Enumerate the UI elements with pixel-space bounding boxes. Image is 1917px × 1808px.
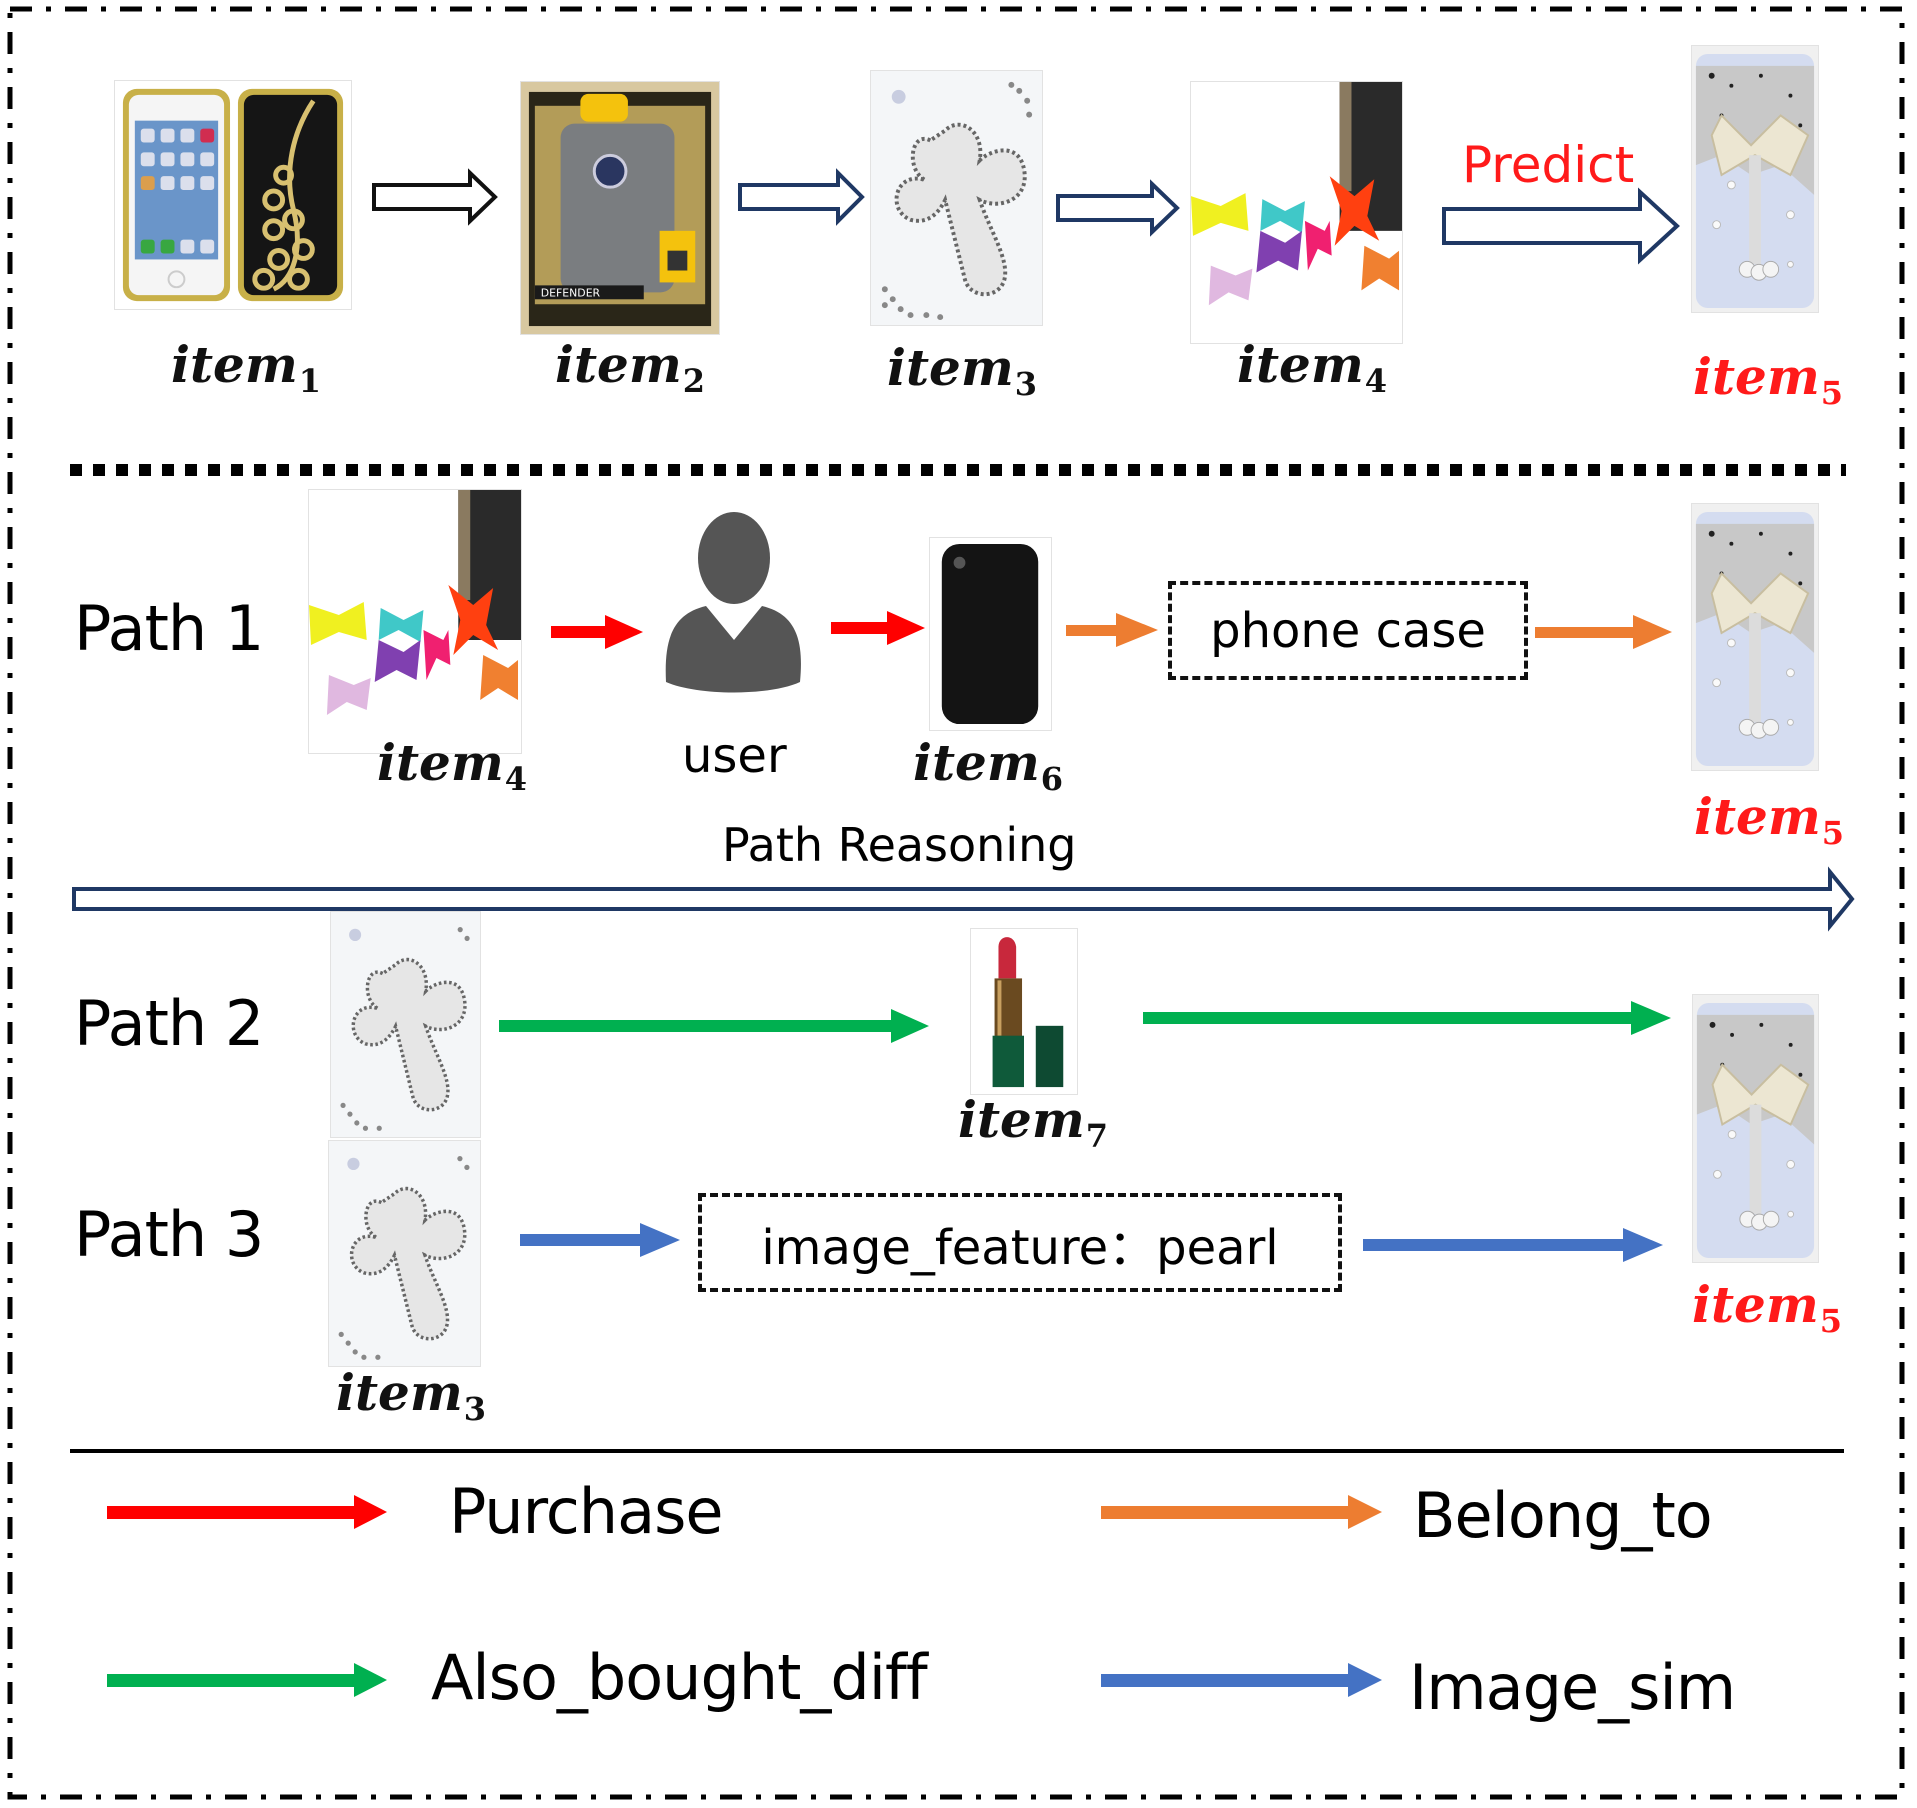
legend-label-also-bought-diff: Also_bought_diff [431,1641,928,1714]
item1-label: item1 [170,335,322,400]
path-reasoning-label: Path Reasoning [722,818,1077,872]
item3-image [870,70,1043,326]
path1-label: Path 1 [74,592,264,665]
path1-belong-arrow-2 [1535,615,1672,649]
path2-item3-image [330,911,481,1138]
path3-image-sim-arrow-2 [1363,1228,1663,1262]
item4-image [1190,81,1403,344]
predict-arrow [1442,187,1680,265]
legend-arrow-belong-to [1101,1495,1382,1529]
legend-arrow-image-sim [1101,1663,1382,1697]
image-feature-text: image_feature：pearl [761,1219,1279,1276]
svg-text:DEFENDER: DEFENDER [541,286,601,299]
item2-image: DEFENDER [520,81,720,335]
path2-also-bought-arrow-1 [499,1009,929,1043]
path3-label: Path 3 [74,1198,264,1271]
item4-label: item4 [1236,335,1388,400]
path1-item5-label: item5 [1693,787,1845,852]
path1-item4-image [308,489,522,754]
sequence-arrow-1 [372,168,498,226]
item7-label: item7 [957,1090,1109,1155]
path3-image-sim-arrow-1 [520,1223,680,1257]
path1-belong-arrow-1 [1066,613,1158,647]
path1-purchase-arrow-1 [551,615,643,649]
legend-arrow-purchase [107,1495,387,1529]
legend-arrow-also-bought-diff [107,1663,387,1697]
item5-image [1691,45,1819,313]
item6-label: item6 [912,733,1064,798]
item7-image [970,928,1078,1095]
path3-item3-image [328,1140,481,1367]
legend-label-belong-to: Belong_to [1413,1479,1713,1552]
sequence-arrow-3 [1056,179,1180,237]
legend-label-purchase: Purchase [449,1475,724,1548]
phone-case-category-box: phone case [1168,581,1528,680]
item6-image [929,537,1052,731]
path1-item5-image [1691,503,1819,771]
path1-item4-label: item4 [376,733,528,798]
user-label: user [682,728,787,784]
legend-label-image-sim: Image_sim [1409,1651,1736,1724]
user-icon [665,512,801,693]
outer-border [7,6,1905,1800]
predict-label: Predict [1462,136,1635,194]
path1-purchase-arrow-2 [831,611,925,645]
sequence-arrow-2 [738,168,865,226]
path2-also-bought-arrow-2 [1143,1001,1671,1035]
path-reasoning-arrow [72,866,1855,932]
path3-item3-label: item3 [335,1363,487,1428]
item2-label: item2 [554,335,706,400]
path2-item5-image [1692,994,1819,1263]
path3-item5-label: item5 [1691,1275,1843,1340]
item3-label: item3 [886,338,1038,403]
item5-label: item5 [1692,347,1844,412]
phone-case-category-text: phone case [1210,602,1486,659]
path2-label: Path 2 [74,987,264,1060]
item1-image [114,80,352,310]
image-feature-box: image_feature：pearl [698,1193,1342,1292]
